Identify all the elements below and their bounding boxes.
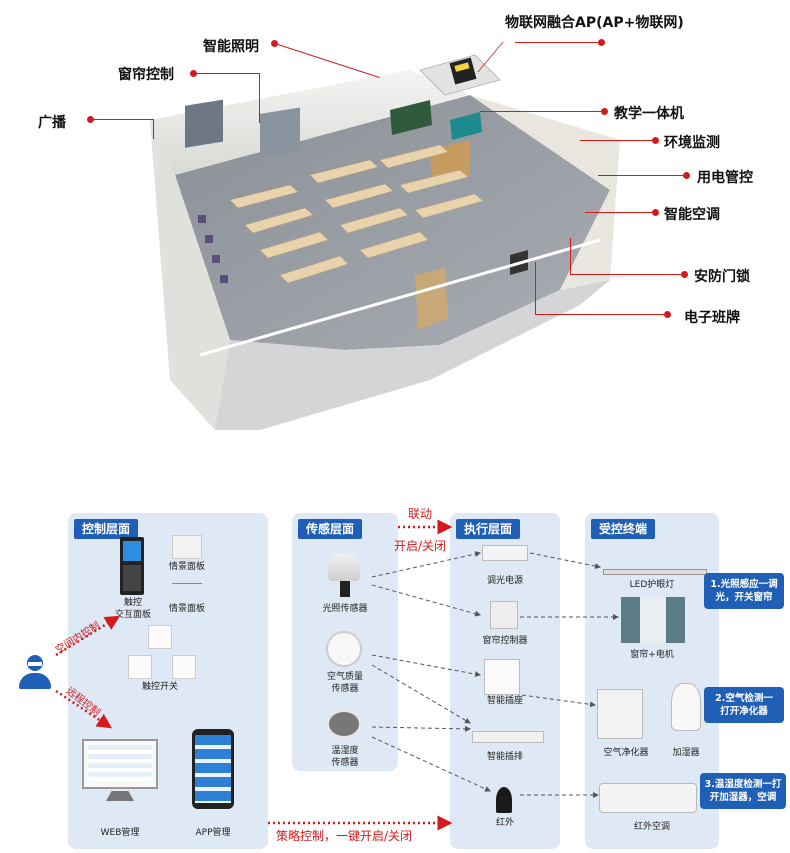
callout-ac: 智能空调	[664, 207, 720, 223]
sensing-layer-panel: 传感层面 光照传感器 空气质量 传感器 温湿度 传感器	[292, 513, 398, 771]
app-management-label: APP管理	[195, 828, 231, 838]
web-monitor-stand	[106, 791, 134, 801]
leader-line-lock	[570, 274, 681, 275]
callout-lock: 安防门锁	[694, 269, 750, 285]
system-diagram: 控制层面 触控 交互面板 情景面板 情景面板 触控开关 WEB管理 APP管理	[0, 505, 790, 853]
ir-ac-label: 红外空调	[633, 822, 670, 832]
ir-ac-icon	[599, 783, 697, 813]
leader-line-iot-ap	[515, 42, 600, 43]
curtain-motor-label: 窗帘+电机	[630, 650, 674, 660]
strategy-control-label: 策略控制，一键开启/关闭	[276, 829, 413, 843]
leader-dot-env	[652, 137, 659, 144]
leader-dot-iot-ap	[598, 39, 605, 46]
leader-line-board-v	[535, 262, 536, 314]
callout-curtain: 窗帘控制	[118, 67, 174, 83]
leader-line-lock-v	[570, 238, 571, 274]
execution-layer-title: 执行层面	[456, 519, 521, 539]
terminal-layer-title: 受控终端	[591, 519, 656, 539]
curtain-controller-icon	[490, 601, 518, 629]
scene-panel-label-1: 情景面板	[168, 562, 205, 572]
curtain-controller-label: 窗帘控制器	[482, 636, 528, 646]
touch-switch-label: 触控开关	[141, 682, 178, 692]
callout-broadcast: 广播	[38, 115, 66, 131]
control-layer-title: 控制层面	[74, 519, 139, 539]
leader-line-broadcast-v	[153, 119, 154, 139]
callout-power: 用电管控	[697, 170, 753, 186]
classroom-illustration: 物联网融合AP(AP+物联网) 智能照明 窗帘控制 广播 教学一体机 环境监测 …	[38, 15, 753, 430]
air-sensor-label: 空气质量 传感器	[326, 672, 363, 694]
leader-line-power	[598, 175, 683, 176]
humidifier-icon	[671, 683, 701, 731]
control-layer-panel: 控制层面 触控 交互面板 情景面板 情景面板 触控开关 WEB管理 APP管理	[68, 513, 268, 849]
leader-dot-teaching	[601, 108, 608, 115]
touch-panel-label: 触控 交互面板	[114, 598, 151, 620]
leader-line-teaching	[480, 111, 602, 112]
dimmer-label: 调光电源	[486, 576, 523, 586]
leader-line-broadcast	[91, 119, 153, 120]
callout-teaching: 教学一体机	[614, 106, 684, 122]
terminal-layer-panel: 受控终端 LED护眼灯 窗帘+电机 空气净化器 加湿器 红外空调	[585, 513, 719, 849]
smart-strip-icon	[472, 731, 544, 743]
scene-panel-label-2: 情景面板	[168, 604, 205, 614]
smart-socket-label: 智能插座	[486, 696, 523, 706]
dimmer-icon	[482, 545, 528, 561]
leader-dot-ac	[652, 209, 659, 216]
callout-iot-ap: 物联网融合AP(AP+物联网)	[505, 15, 684, 31]
smart-socket-icon	[484, 659, 520, 695]
web-management-label: WEB管理	[100, 828, 140, 838]
callout-board: 电子班牌	[684, 310, 740, 326]
light-sensor-icon	[328, 553, 360, 581]
humidifier-label: 加湿器	[672, 748, 700, 758]
smart-strip-label: 智能插排	[486, 752, 523, 762]
on-off-label: 开启/关闭	[394, 539, 447, 553]
touch-switch-icon-3	[172, 655, 196, 679]
callout-env: 环境监测	[664, 135, 720, 151]
light-sensor-cable	[340, 581, 350, 597]
touch-switch-icon-1	[148, 625, 172, 649]
led-lamp-label: LED护眼灯	[629, 580, 675, 590]
note-temp: 3.温湿度检测一打 开加湿器，空调	[700, 773, 786, 809]
leader-dot-lighting	[271, 40, 278, 47]
leader-line-ac	[585, 212, 652, 213]
air-purifier-label: 空气净化器	[603, 748, 649, 758]
led-lamp-icon	[603, 569, 707, 575]
web-monitor-icon	[82, 739, 158, 789]
sensing-layer-title: 传感层面	[298, 519, 363, 539]
curtain-motor-icon	[621, 597, 685, 643]
leader-line-env	[580, 140, 652, 141]
air-sensor-icon	[326, 631, 362, 667]
leader-dot-power	[683, 172, 690, 179]
light-sensor-label: 光照传感器	[322, 604, 368, 614]
leader-line-curtain	[194, 73, 259, 74]
callout-lighting: 智能照明	[203, 39, 259, 55]
temp-sensor-icon	[326, 709, 362, 739]
classroom-3d-render	[150, 54, 620, 430]
note-air: 2.空气检测一 打开净化器	[704, 687, 784, 723]
air-purifier-icon	[597, 689, 643, 739]
leader-line-board	[535, 314, 664, 315]
scene-panel-divider	[172, 583, 202, 584]
scene-panel-icon	[172, 535, 202, 559]
ir-emitter-icon	[496, 787, 512, 813]
leader-dot-broadcast	[87, 116, 94, 123]
touch-panel-device-icon	[120, 537, 144, 595]
linkage-label: 联动	[408, 507, 433, 521]
leader-dot-lock	[681, 271, 688, 278]
note-light: 1.光照感应一调 光，开关窗帘	[704, 573, 784, 609]
execution-layer-panel: 执行层面 调光电源 窗帘控制器 智能插座 智能插排 红外	[450, 513, 560, 849]
ir-label: 红外	[495, 818, 514, 828]
touch-switch-icon-2	[128, 655, 152, 679]
temp-sensor-label: 温湿度 传感器	[331, 746, 359, 768]
app-phone-icon	[192, 729, 234, 809]
leader-line-curtain-v	[259, 73, 260, 123]
leader-dot-board	[664, 311, 671, 318]
user-avatar-icon	[19, 655, 51, 691]
leader-dot-curtain	[190, 70, 197, 77]
